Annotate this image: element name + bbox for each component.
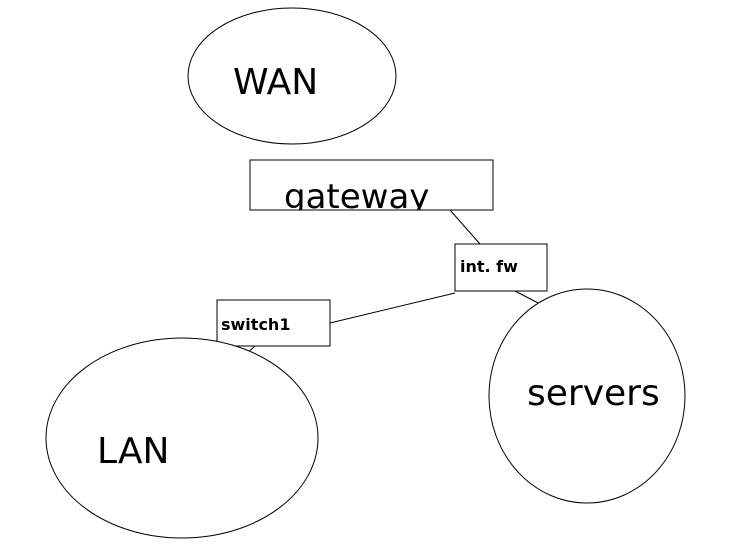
- node-lan: LAN: [45, 337, 319, 539]
- node-wan: WAN: [187, 7, 397, 145]
- edge-gateway-int-fw: [449, 209, 481, 245]
- edge-int-fw-servers: [514, 290, 541, 305]
- int-fw-label: int. fw: [460, 257, 518, 276]
- edge-int-fw-switch1: [329, 292, 456, 324]
- gateway-box: [249, 159, 494, 211]
- node-gateway: gateway: [249, 159, 494, 217]
- gateway-label: gateway: [284, 177, 429, 217]
- wan-ellipse: [187, 7, 397, 145]
- node-servers: servers: [488, 288, 686, 504]
- switch1-box: [216, 299, 331, 347]
- node-int-fw: int. fw: [454, 243, 548, 292]
- servers-ellipse: [488, 288, 686, 504]
- node-switch1: switch1: [216, 299, 331, 347]
- servers-label: servers: [527, 373, 660, 414]
- switch1-label: switch1: [221, 315, 290, 334]
- wan-label: WAN: [233, 62, 318, 103]
- int-fw-box: [454, 243, 548, 292]
- lan-ellipse: [45, 337, 319, 539]
- lan-label: LAN: [97, 431, 169, 472]
